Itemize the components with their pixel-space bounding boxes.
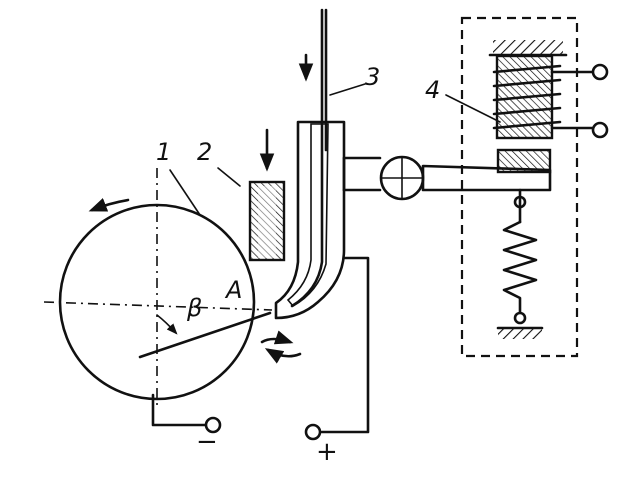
label-part-2: 2: [197, 138, 212, 166]
label-plus-terminal: +: [316, 437, 338, 467]
leader-line-1: [169, 169, 201, 216]
electromagnet-assembly-part-4: [445, 16, 609, 358]
workpiece-disc: [43, 168, 273, 405]
power-circuit: [151, 256, 370, 441]
label-angle-beta: β: [186, 294, 202, 322]
nozzle-part-2: [217, 128, 286, 262]
motion-arrows: [260, 330, 302, 364]
wire-guide-tube-part-3: [274, 8, 382, 320]
label-minus-terminal: −: [196, 427, 218, 457]
label-point-a: A: [224, 276, 242, 304]
label-part-1: 1: [156, 138, 171, 166]
label-part-4: 4: [425, 76, 440, 104]
label-part-3: 3: [365, 63, 380, 91]
